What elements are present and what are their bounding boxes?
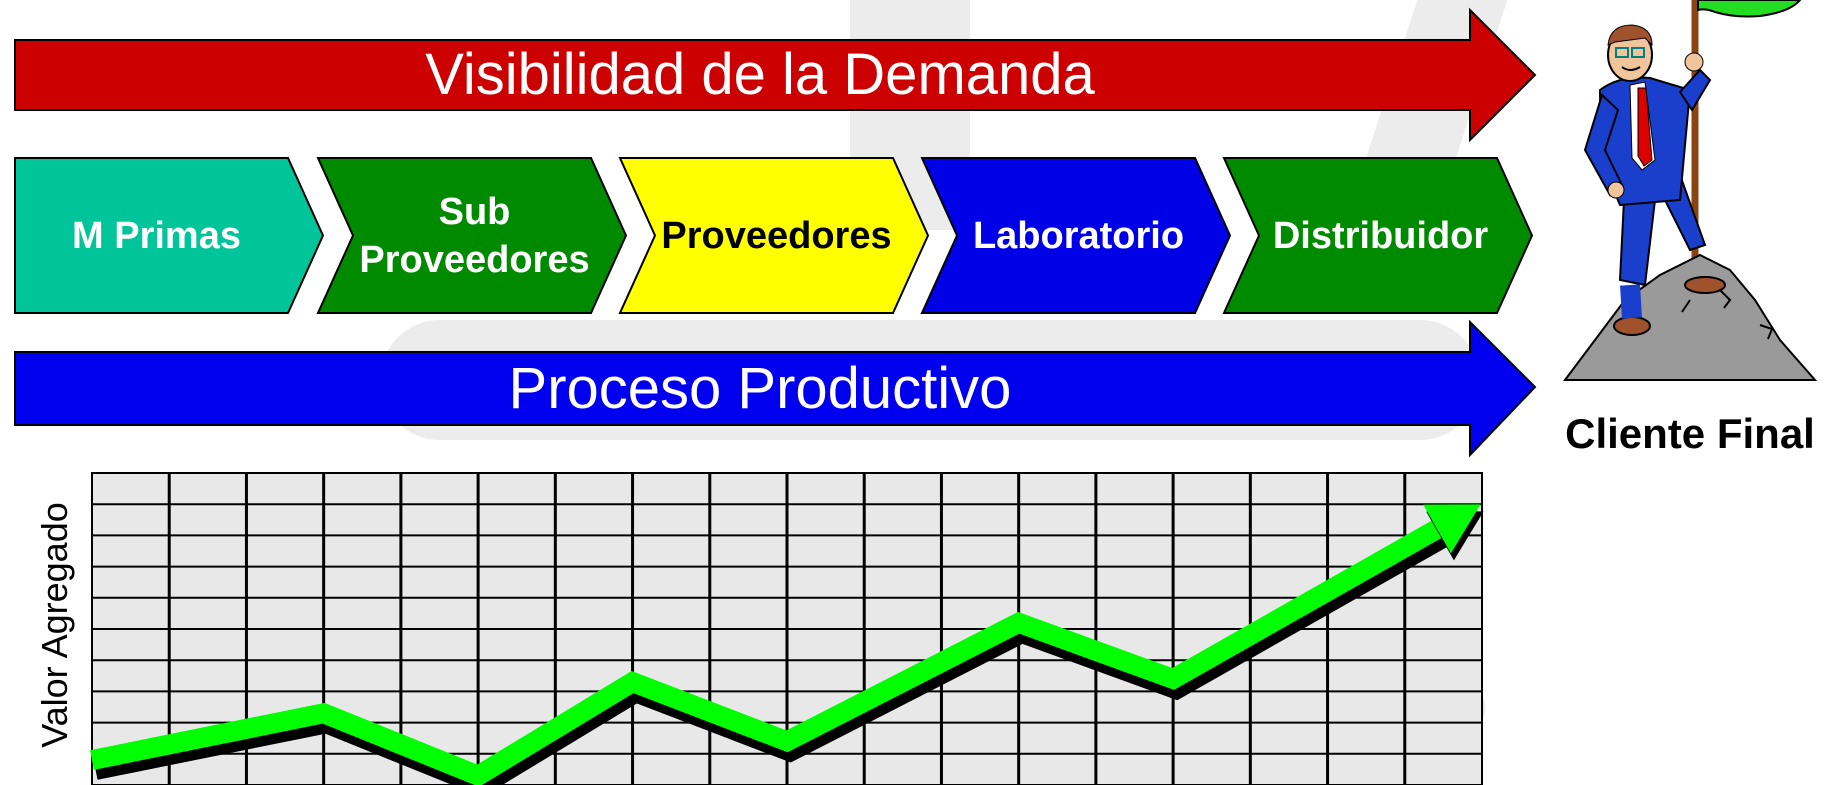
client-label: Cliente Final	[1565, 410, 1815, 457]
demand-visibility-label: Visibilidad de la Demanda	[425, 42, 1095, 107]
productive-process-arrow	[14, 319, 1537, 458]
chevron-label-m-primas: M Primas	[72, 214, 241, 257]
chevron-label-laboratorio: Laboratorio	[972, 214, 1185, 257]
demand-visibility-arrow	[14, 7, 1537, 143]
supply-chain-chevrons	[14, 157, 1534, 314]
trend-line	[90, 507, 1464, 785]
trend-arrowhead	[1423, 504, 1481, 554]
supply-chain-chevron	[14, 157, 325, 314]
productive-process-label: Proceso Productivo	[508, 356, 1012, 421]
supply-chain-chevron	[316, 157, 628, 314]
supply-chain-chevron	[1222, 157, 1534, 314]
supply-chain-chevron	[618, 157, 930, 314]
chevron-label-distribuidor: Distribuidor	[1272, 214, 1489, 257]
chevron-label-proveedores: Proveedores	[661, 214, 892, 257]
supply-chain-chevron	[920, 157, 1232, 314]
chevron-label-sub-proveedores: Sub Proveedores	[359, 190, 590, 281]
